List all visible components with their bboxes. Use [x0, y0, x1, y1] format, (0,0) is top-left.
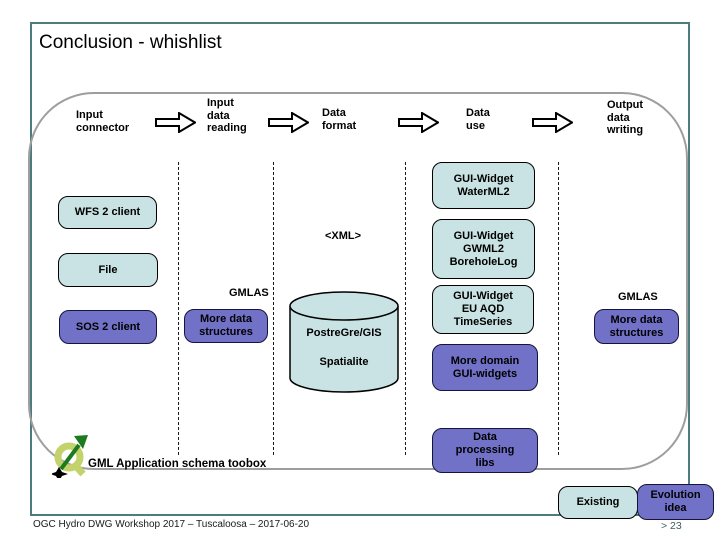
flow-step-data-format: Data format: [322, 107, 357, 132]
box-gui-widget-gwml2: GUI-Widget GWML2 BoreholeLog: [432, 219, 535, 279]
flow-arrow-icon: [268, 112, 309, 133]
column-separator: [558, 162, 559, 455]
flow-step-data-use: Data use: [466, 107, 490, 132]
box-file: File: [58, 253, 158, 287]
box-wfs2-client: WFS 2 client: [58, 196, 157, 229]
label-gmlas-right: GMLAS: [618, 291, 658, 303]
flow-step-input-connector: Input connector: [76, 109, 130, 134]
box-gui-widget-waterml2: GUI-Widget WaterML2: [432, 162, 535, 209]
column-separator: [178, 162, 179, 455]
qgis-logo-icon: [52, 435, 88, 478]
flow-arrow-icon: [532, 112, 573, 133]
database-cylinder-icon: [289, 291, 399, 393]
workflow-panel: [28, 92, 688, 470]
flow-arrow-icon: [398, 112, 439, 133]
box-data-processing-libs: Data processing libs: [432, 428, 538, 473]
label-xml: <XML>: [325, 230, 362, 242]
flow-step-output-data-writing: Output data writing: [607, 99, 644, 136]
box-more-data-structures-right: More data structures: [594, 309, 679, 344]
database-name: PostreGre/GIS: [306, 327, 382, 339]
legend-evolution-idea: Evolution idea: [637, 484, 714, 520]
flow-step-input-data-reading: Input data reading: [207, 97, 247, 134]
page-number: > 23: [661, 520, 682, 532]
toolbox-caption: GML Application schema toobox: [88, 458, 267, 470]
label-gmlas-left: GMLAS: [229, 287, 269, 299]
column-separator: [405, 162, 406, 455]
slide-title: Conclusion - whishlist: [39, 32, 222, 53]
box-more-domain-gui-widgets: More domain GUI-widgets: [432, 344, 538, 391]
flow-arrow-icon: [155, 112, 196, 133]
box-more-data-structures-left: More data structures: [184, 309, 268, 343]
legend-existing: Existing: [558, 486, 638, 519]
database-engine: Spatialite: [319, 356, 369, 368]
database-cylinder: PostreGre/GIS Spatialite: [288, 290, 400, 394]
column-separator: [273, 162, 274, 455]
box-sos2-client: SOS 2 client: [59, 310, 157, 344]
footer-text: OGC Hydro DWG Workshop 2017 – Tuscaloosa…: [33, 519, 310, 530]
box-gui-widget-eu-aqd: GUI-Widget EU AQD TimeSeries: [432, 285, 534, 334]
